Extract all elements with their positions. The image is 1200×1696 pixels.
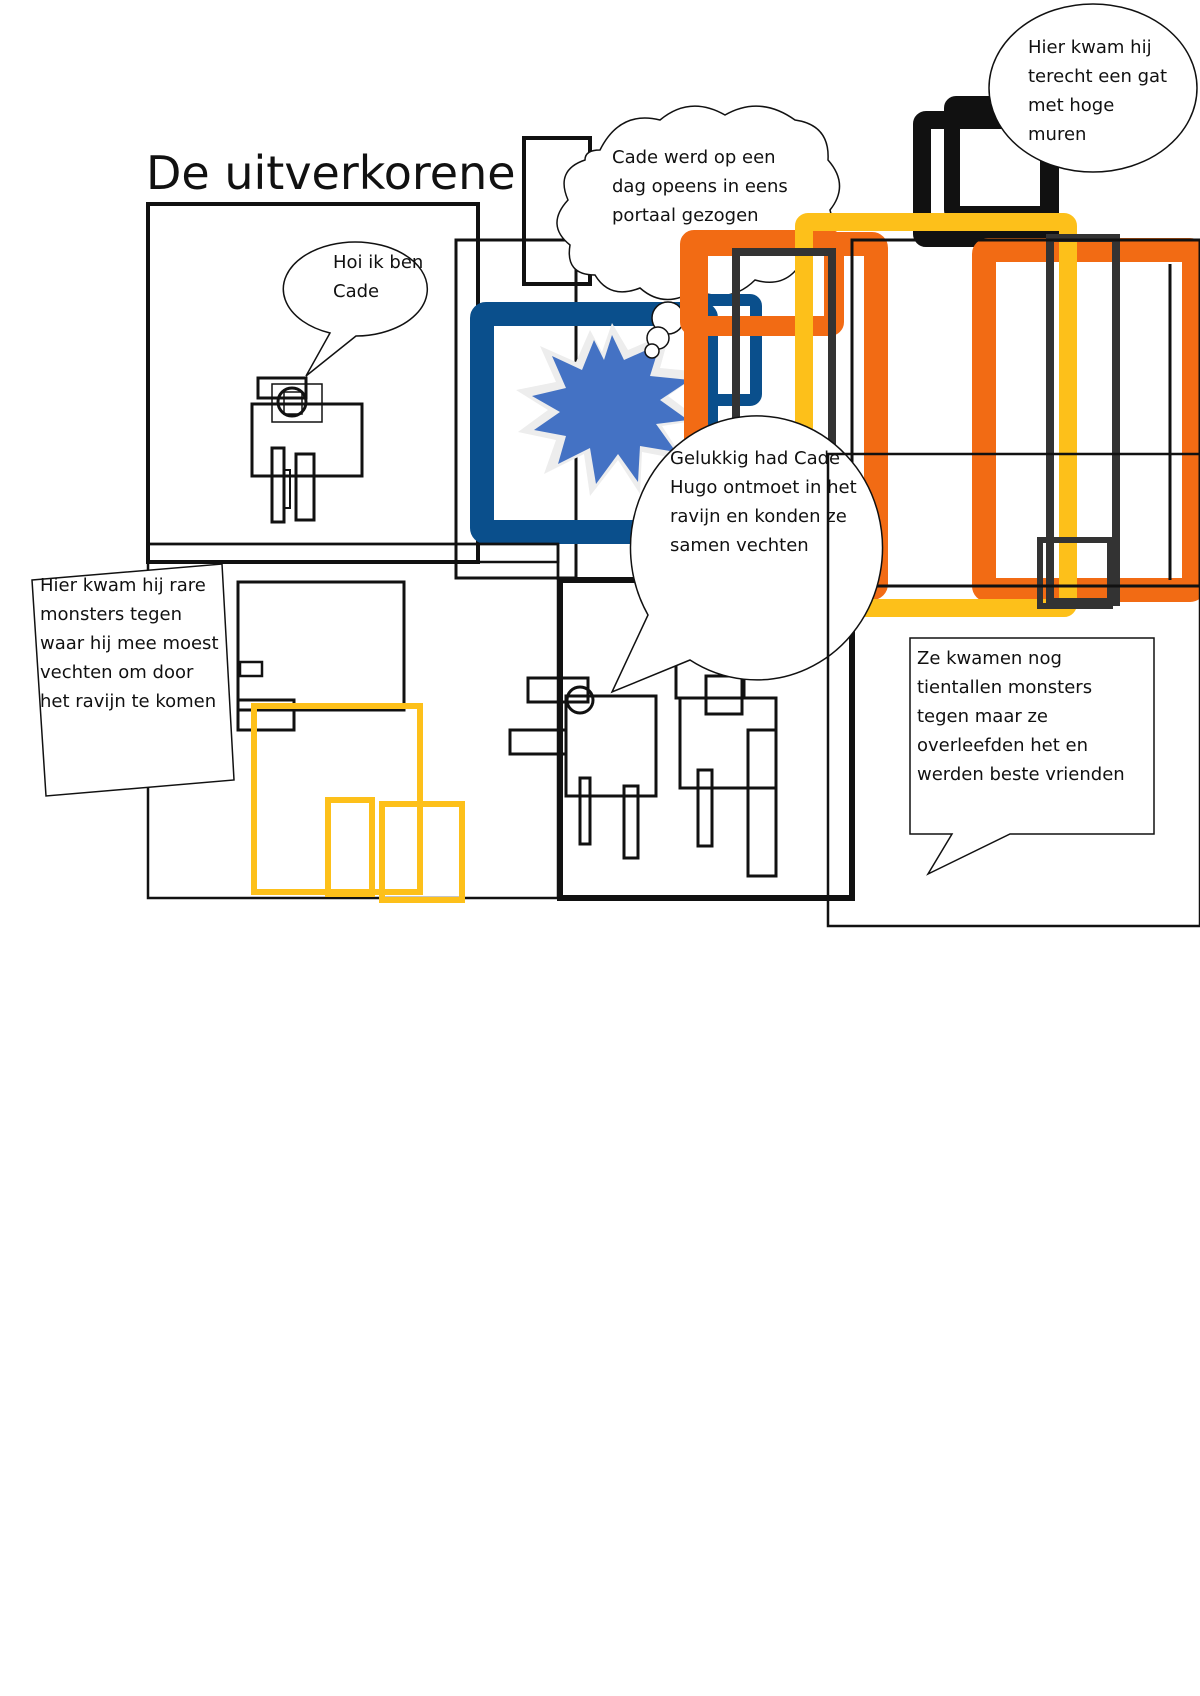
caption-box-monsters	[31, 563, 235, 797]
panel-4-top-edge	[146, 542, 560, 564]
monster-box-small-1	[238, 660, 264, 678]
speech-bubble-hoi	[282, 241, 429, 377]
panel-3-frame	[850, 238, 1200, 588]
caption-text-monsters: Hier kwam hij rare monsters tegen waar h…	[40, 575, 219, 712]
wall-orange-3	[972, 238, 1200, 602]
speech-bubble-gelukkig	[610, 415, 884, 694]
hugo-figures	[508, 648, 778, 878]
monster-box-small-2	[236, 698, 296, 732]
speech-text-gat: Hier kwam hij terecht een gat met hoge m…	[1028, 37, 1168, 141]
thought-text-cade: Cade werd op een dag opeens in eens port…	[612, 147, 788, 226]
monster-yellow-leg-1	[325, 797, 375, 897]
portal-burst	[532, 335, 690, 484]
wall-yellow	[795, 213, 1077, 617]
speech-text-tientallen: Ze kwamen nog tientallen monsters tegen …	[917, 648, 1125, 785]
speech-bubble-gat	[988, 3, 1198, 173]
wall-dark-2	[1046, 234, 1120, 606]
speech-text-hoi: Hoi ik ben Cade	[333, 252, 424, 302]
monster-box	[236, 580, 406, 712]
wall-dark-3	[1037, 537, 1113, 609]
speech-box-tientallen	[909, 637, 1155, 876]
story-title: De uitverkorene	[146, 146, 516, 200]
monster-yellow-leg-2	[379, 801, 465, 903]
speech-text-gelukkig: Gelukkig had Cade Hugo ontmoet in het ra…	[670, 448, 857, 556]
cade-figure	[250, 376, 364, 524]
panel-6-frame	[826, 452, 1200, 928]
